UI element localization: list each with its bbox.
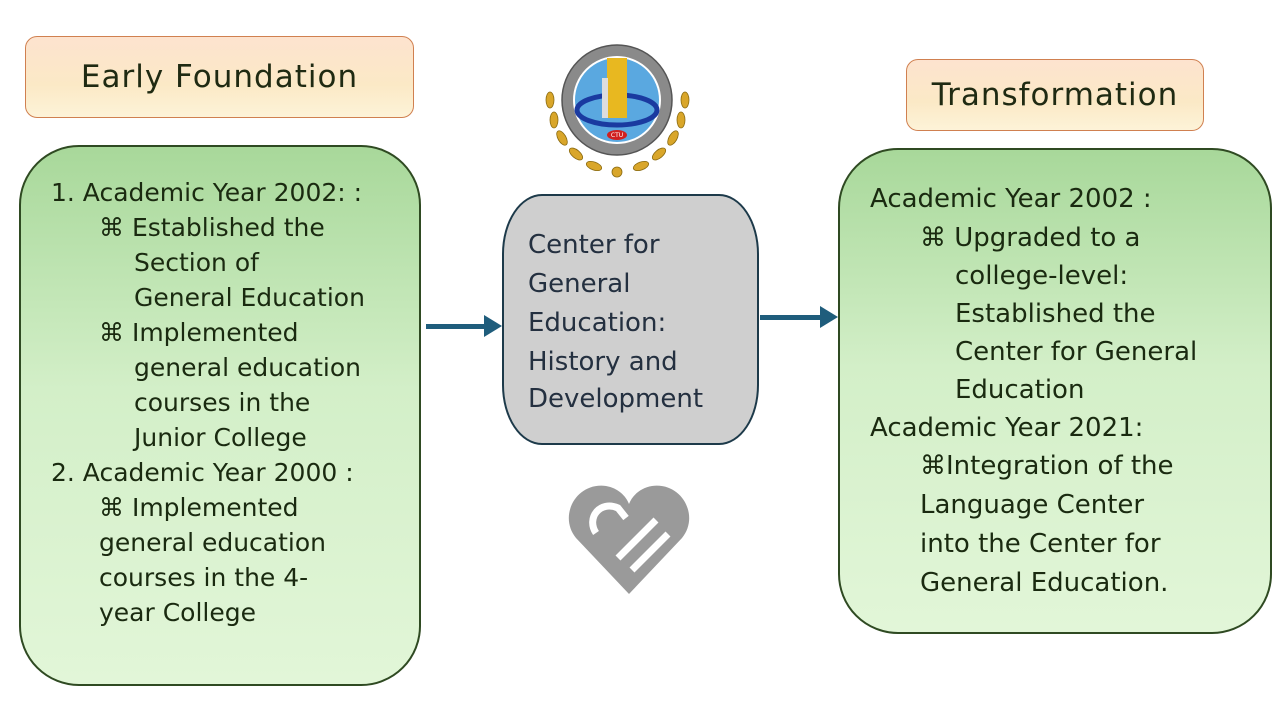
transformation-title: Transformation [906, 59, 1204, 131]
university-logo: CTU [545, 44, 690, 178]
text-line: General Education [134, 283, 365, 312]
early-foundation-label: Early Foundation [80, 59, 359, 95]
text-line: ⌘ Upgraded to a [920, 223, 1141, 253]
text-line: general education [99, 528, 327, 557]
center-node: Center for General Education: History an… [502, 194, 759, 445]
text-line: ⌘ Implemented [99, 493, 299, 522]
text-line: Section of [134, 248, 259, 277]
text-line: ⌘ Established the [99, 213, 325, 242]
arrow-right-icon [760, 306, 838, 328]
text-line: Academic Year 2002 : [870, 184, 1152, 214]
text-line: into the Center for [920, 529, 1161, 559]
text-line: History and [528, 347, 678, 377]
text-line: Education [955, 375, 1085, 405]
text-line: 1. Academic Year 2002: : [51, 178, 363, 207]
logo-badge-text: CTU [611, 132, 623, 139]
text-line: Center for [528, 230, 660, 260]
text-line: Center for General [955, 337, 1198, 367]
early-foundation-box: 1. Academic Year 2002: : ⌘ Established t… [19, 145, 421, 686]
text-line: ⌘Integration of the [920, 451, 1174, 481]
transformation-label: Transformation [931, 77, 1179, 113]
arrow-right-icon [426, 315, 502, 337]
heart-emblem-icon [568, 485, 690, 594]
text-line: Junior College [134, 423, 307, 452]
text-line: year College [99, 598, 256, 627]
text-line: General Education. [920, 568, 1169, 598]
text-line: Academic Year 2021: [870, 413, 1144, 443]
text-line: courses in the [134, 388, 311, 417]
text-line: college-level: [955, 261, 1129, 291]
text-line: General [528, 269, 631, 299]
text-line: Language Center [920, 490, 1145, 520]
text-line: ⌘ Implemented [99, 318, 299, 347]
text-line: general education [134, 353, 362, 382]
text-line: Development [528, 384, 704, 414]
early-foundation-title: Early Foundation [25, 36, 414, 118]
text-line: Established the [955, 299, 1156, 329]
text-line: Education: [528, 308, 667, 338]
text-line: courses in the 4- [99, 563, 309, 592]
text-line: 2. Academic Year 2000 : [51, 458, 354, 487]
transformation-box: Academic Year 2002 : ⌘ Upgraded to a col… [838, 148, 1272, 634]
